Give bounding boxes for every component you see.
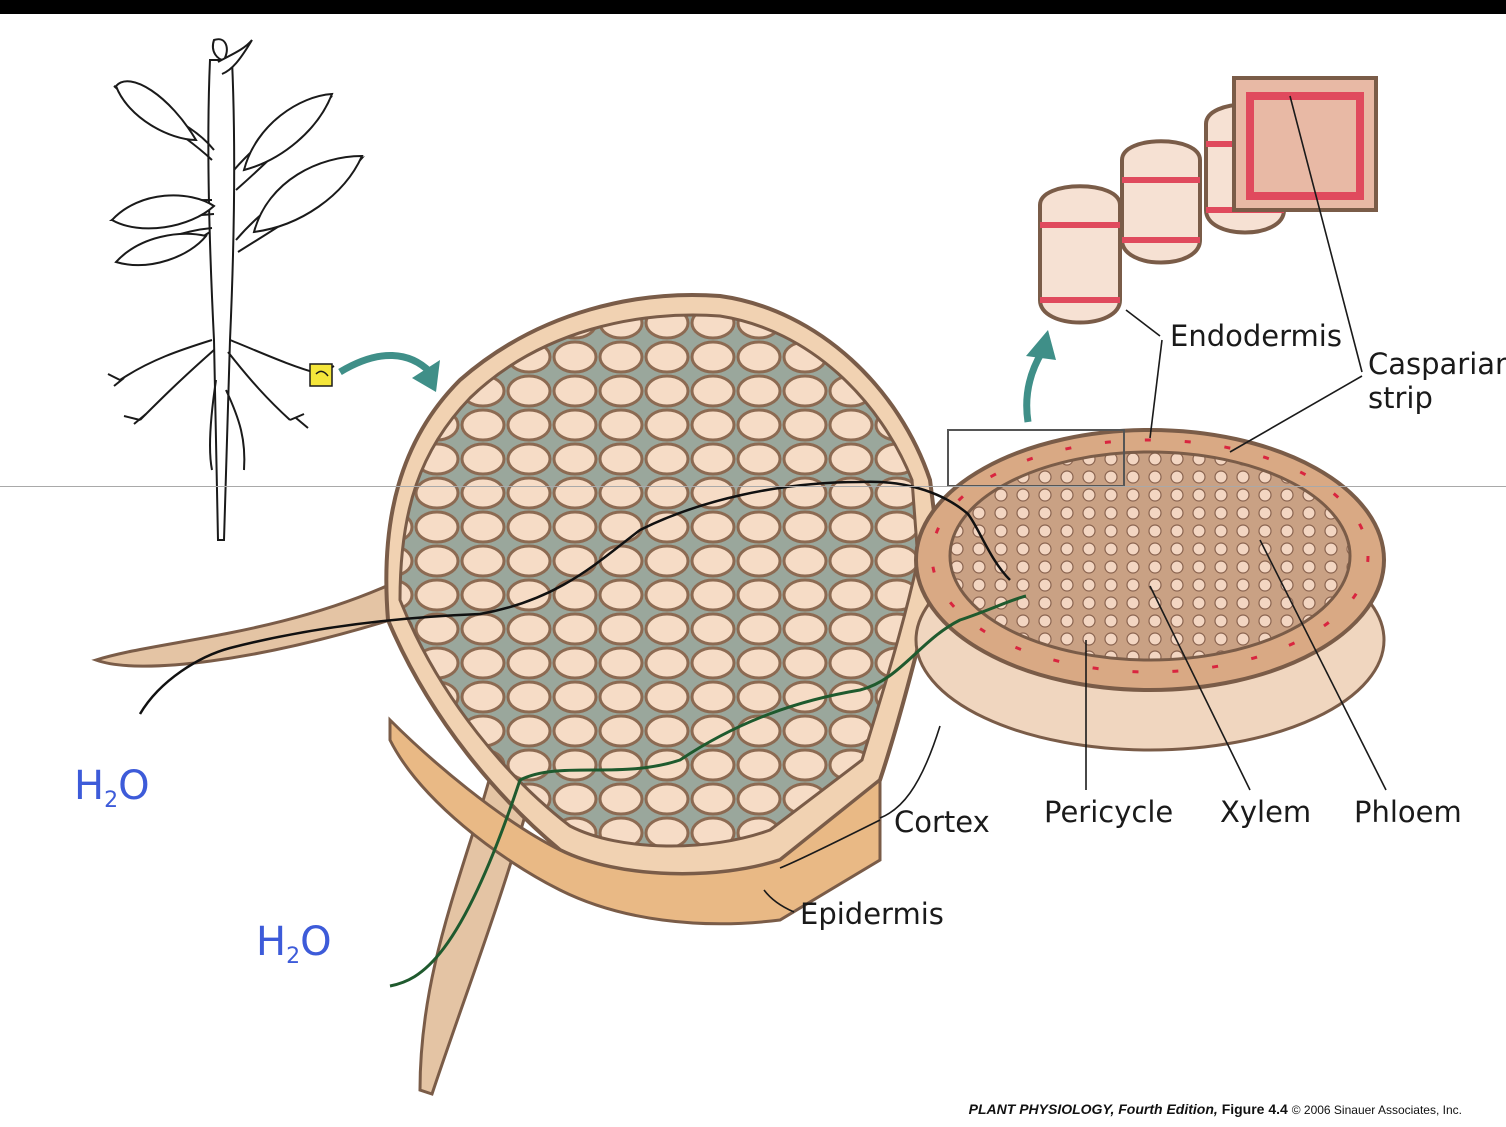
label-casparian-line1: Casparian (1368, 350, 1506, 379)
plant-illustration (108, 39, 362, 540)
label-pericycle: Pericycle (1044, 798, 1173, 827)
sample-square (310, 364, 332, 386)
teal-arrow-2 (1027, 352, 1042, 422)
credit-copyright: © 2006 Sinauer Associates, Inc. (1292, 1103, 1462, 1117)
stele-disc (916, 430, 1384, 750)
figure-credit: PLANT PHYSIOLOGY, Fourth Edition, Figure… (969, 1101, 1462, 1117)
label-cortex: Cortex (894, 808, 990, 837)
label-epidermis: Epidermis (800, 900, 944, 929)
credit-book: PLANT PHYSIOLOGY, Fourth Edition, (969, 1101, 1218, 1117)
label-phloem: Phloem (1354, 798, 1462, 827)
endodermis-detail (1040, 78, 1376, 323)
credit-figure: Figure 4.4 (1222, 1101, 1288, 1117)
divider-line (0, 486, 1506, 487)
label-endodermis: Endodermis (1170, 322, 1342, 351)
cortex-block (386, 295, 940, 924)
teal-arrow-1 (340, 355, 430, 372)
label-casparian-line2: strip (1368, 384, 1433, 413)
water-label-2: H2O (256, 922, 332, 968)
label-xylem: Xylem (1220, 798, 1311, 827)
water-label-1: H2O (74, 766, 150, 812)
